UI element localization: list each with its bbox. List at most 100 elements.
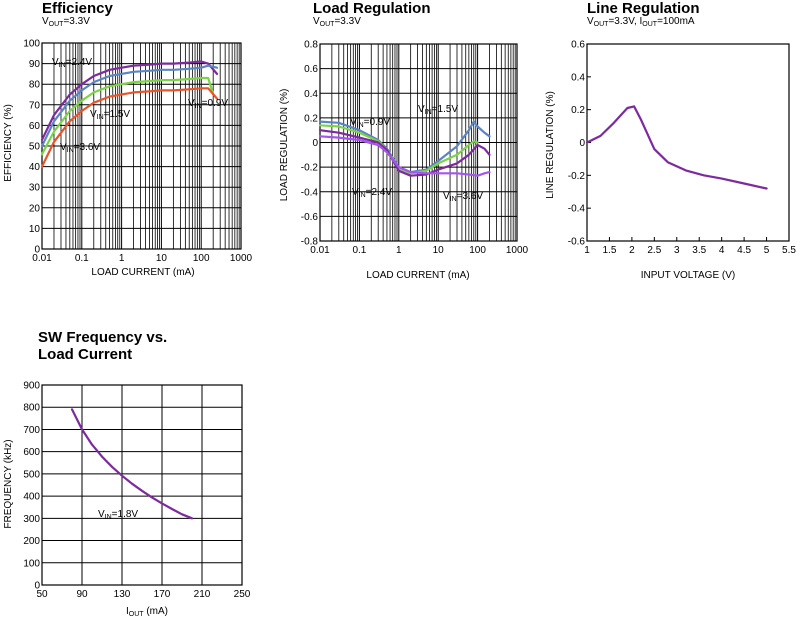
x-tick-label: 0.1 <box>352 245 366 256</box>
load-regulation-subtitle: VOUT=3.3V <box>313 16 361 28</box>
sw-frequency-series <box>70 408 194 520</box>
y-tick-label: -0.4 <box>301 187 319 198</box>
x-tick-label: 0.01 <box>310 245 330 256</box>
efficiency-subtitle: VOUT=3.3V <box>42 16 90 28</box>
load-regulation-series <box>318 120 491 177</box>
line-regulation-ylabel: LINE REGULATION (%) <box>545 91 556 199</box>
line-regulation-title: Line Regulation <box>587 0 700 17</box>
y-tick-label: 0 <box>312 138 318 149</box>
x-tick-label: 4 <box>719 245 725 256</box>
x-tick-label: 10 <box>156 253 168 264</box>
y-tick-label: -0.6 <box>568 237 586 248</box>
x-tick-label: 100 <box>193 253 210 264</box>
y-tick-label: 90 <box>29 59 41 70</box>
y-tick-label: 0.2 <box>304 113 318 124</box>
load-regulation-ylabel: LOAD REGULATION (%) <box>279 89 290 202</box>
x-tick-label: 1 <box>396 245 402 256</box>
x-tick-label: 1.5 <box>602 245 616 256</box>
x-tick-label: 4.5 <box>737 245 751 256</box>
x-tick-label: 0.01 <box>32 253 52 264</box>
load-regulation-grid <box>319 43 518 242</box>
line-regulation-xlabel: INPUT VOLTAGE (V) <box>641 270 735 281</box>
y-tick-label: 700 <box>23 425 40 436</box>
y-tick-label: 0.8 <box>304 40 318 51</box>
series-line-vin-3-6v <box>40 87 219 168</box>
x-tick-label: 50 <box>36 589 48 600</box>
efficiency-series <box>40 60 219 168</box>
plot-frame <box>586 43 790 242</box>
load-regulation-annotation-vin-0-9: VIN=0.9V <box>350 117 390 129</box>
line-regulation-subtitle: VOUT=3.3V, IOUT=100mA <box>587 16 695 28</box>
x-tick-label: 250 <box>234 589 251 600</box>
sw-frequency-annotation-vin-1-8: VIN=1.8V <box>98 509 138 521</box>
efficiency-title: Efficiency <box>42 0 114 17</box>
efficiency-annotation-vin-3-6: VIN=3.6V <box>60 142 100 154</box>
plot-frame <box>41 384 243 586</box>
y-tick-label: 0.6 <box>304 64 318 75</box>
y-tick-label: -0.6 <box>301 212 319 223</box>
load-regulation-chart: Load Regulation VOUT=3.3V 0.01 0.1 1 10 100 1… <box>279 0 529 281</box>
x-tick-label: 3.5 <box>692 245 706 256</box>
x-tick-label: 1000 <box>230 253 253 264</box>
y-tick-label: -0.8 <box>301 237 319 248</box>
y-tick-label: 20 <box>29 203 41 214</box>
line-regulation-grid <box>586 43 790 242</box>
load-regulation-annotation-vin-1-5: VIN=1.5V <box>418 104 458 116</box>
y-tick-label: 500 <box>23 469 40 480</box>
x-tick-label: 170 <box>154 589 171 600</box>
y-tick-label: 600 <box>23 447 40 458</box>
y-tick-label: 900 <box>23 381 40 392</box>
x-tick-label: 1000 <box>506 245 529 256</box>
load-regulation-annotation-vin-2-4: VIN=2.4V <box>352 187 392 199</box>
y-tick-label: 100 <box>23 558 40 569</box>
x-tick-label: 2.5 <box>647 245 661 256</box>
x-tick-label: 10 <box>433 245 445 256</box>
y-tick-label: -0.4 <box>568 204 586 215</box>
series-line-vin-0-9v <box>40 64 219 148</box>
x-tick-label: 2 <box>629 245 635 256</box>
x-tick-label: 5 <box>764 245 770 256</box>
efficiency-annotation-vin-1-5: VIN=1.5V <box>90 109 130 121</box>
y-tick-label: 200 <box>23 536 40 547</box>
y-tick-label: 70 <box>29 100 41 111</box>
load-regulation-title: Load Regulation <box>313 0 431 17</box>
x-tick-label: 210 <box>194 589 211 600</box>
y-tick-label: 40 <box>29 162 41 173</box>
y-tick-label: 800 <box>23 403 40 414</box>
series-line-vin-1-8v <box>70 408 194 520</box>
x-tick-label: 130 <box>114 589 131 600</box>
efficiency-ylabel: EFFICIENCY (%) <box>3 104 14 182</box>
x-tick-label: 3 <box>674 245 680 256</box>
y-tick-label: 0 <box>34 245 40 256</box>
y-tick-label: 0.6 <box>571 40 585 51</box>
y-tick-label: 10 <box>29 224 41 235</box>
series-line-vin-3-6v <box>318 135 491 177</box>
y-tick-label: 50 <box>29 142 41 153</box>
x-tick-label: 1 <box>584 245 590 256</box>
y-tick-label: 0 <box>34 581 40 592</box>
y-tick-label: 0 <box>579 138 585 149</box>
series-line-line <box>585 105 768 190</box>
x-tick-label: 0.1 <box>75 253 89 264</box>
y-tick-label: 60 <box>29 121 41 132</box>
x-tick-label: 100 <box>469 245 486 256</box>
x-tick-label: 5.5 <box>782 245 796 256</box>
y-tick-label: -0.2 <box>568 171 586 182</box>
y-tick-label: 400 <box>23 492 40 503</box>
x-tick-label: 1 <box>119 253 125 264</box>
sw-frequency-ylabel: FREQUENCY (kHz) <box>3 439 14 528</box>
load-regulation-tick-labels: 0.01 0.1 1 10 100 1000 -0.8 -0.6 -0.4 -0.2 0 0.2 0.4… <box>301 40 529 257</box>
series-line-vin-2-4v <box>318 129 491 177</box>
line-regulation-chart: Line Regulation VOUT=3.3V, IOUT=100mA 1 1… <box>545 0 796 281</box>
y-tick-label: -0.2 <box>301 163 319 174</box>
series-line-vin-2-4v <box>40 60 219 141</box>
efficiency-grid <box>41 42 242 250</box>
sw-frequency-title-line-2: Load Current <box>38 346 132 363</box>
sw-frequency-title-line-1: SW Frequency vs. <box>38 329 167 346</box>
series-line-vin-1-5v <box>40 76 215 156</box>
y-tick-label: 0.4 <box>304 89 318 100</box>
load-regulation-xlabel: LOAD CURRENT (mA) <box>366 270 469 281</box>
